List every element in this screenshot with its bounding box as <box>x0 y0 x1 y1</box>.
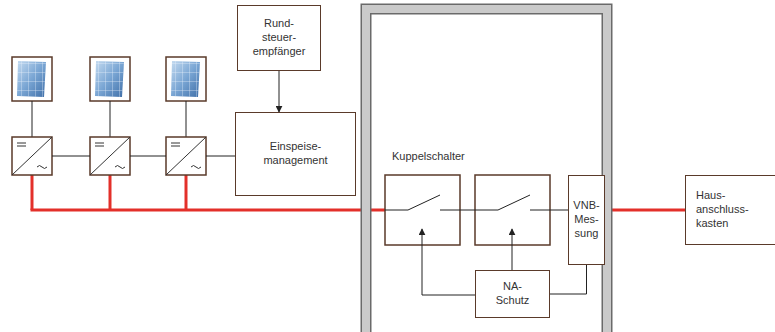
protection-box: NA- Schutz <box>475 270 550 318</box>
switch-contacts <box>385 195 568 210</box>
dc-wire <box>32 101 186 137</box>
meter-box: VNB- Mes- sung <box>568 175 605 265</box>
pv-panel <box>90 57 130 101</box>
control-wire <box>52 156 235 157</box>
switchgear-enclosure: KuppelschalterVNB- Mes- sungNA- Schutz <box>362 5 611 332</box>
node-label: Kuppelschalter <box>392 150 465 164</box>
node-label: Einspeise- management <box>263 140 327 168</box>
connector <box>605 209 685 212</box>
node-label: VNB- Mes- sung <box>573 199 599 240</box>
receiver-box: Rund- steuer- empfänger <box>237 5 321 71</box>
connector <box>279 71 280 112</box>
connector <box>550 265 587 294</box>
node-label: Rund- steuer- empfänger <box>253 17 306 58</box>
pv-panel <box>12 57 52 101</box>
node-label: NA- Schutz <box>496 280 530 308</box>
inverter-symbol <box>12 137 206 175</box>
inverter-marks <box>12 137 206 175</box>
node-label: Haus- anschluss- kasten <box>696 189 749 230</box>
management-box: Einspeise- management <box>235 112 356 196</box>
house-connection-box: Haus- anschluss- kasten <box>685 175 775 245</box>
pv-panel <box>166 57 206 101</box>
